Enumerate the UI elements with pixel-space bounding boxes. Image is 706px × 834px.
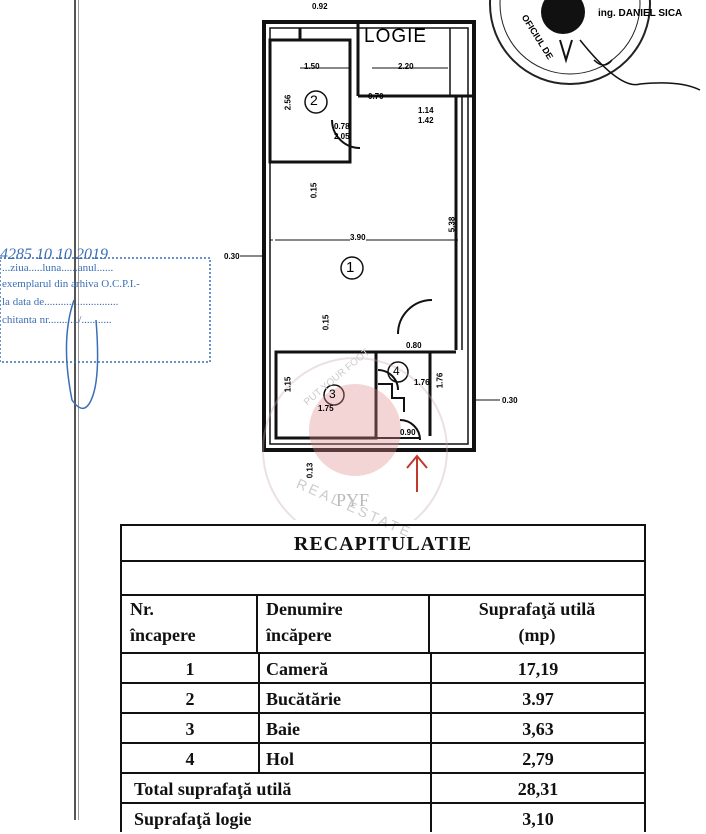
total-row: Total suprafaţă utilă 28,31 (122, 774, 644, 804)
dim-door-d: 1.14 (418, 106, 434, 115)
seal-name: ing. DANIEL SICA (598, 8, 683, 19)
cell-area: 17,19 (517, 659, 559, 679)
dim-top-a: 0.92 (312, 2, 328, 11)
logie-area-label: Suprafaţă logie (122, 804, 432, 832)
logie-label: LOGIE (364, 26, 428, 47)
table-row: 4 Hol 2,79 (122, 744, 644, 774)
dim-entry: 0.90 (400, 428, 416, 437)
header-name: Denumire încăpere (258, 596, 430, 652)
cell-name: Bucătărie (260, 684, 432, 712)
dim-mid-a: 0.15 (309, 182, 319, 199)
room-number-4: 4 (393, 364, 400, 378)
cell-name: Baie (260, 714, 432, 742)
handwritten-number: 4285 10 10 2019 (0, 246, 108, 263)
floor-plan (0, 0, 701, 520)
cell-name: Cameră (260, 654, 432, 682)
stamp-line-2: exemplarul din arhiva O.C.P.I.- (2, 278, 140, 290)
header-nr: Nr. încapere (122, 596, 258, 652)
total-label: Total suprafaţă utilă (122, 774, 432, 802)
dim-door-a: 0.78 (334, 122, 350, 131)
recap-spacer (122, 562, 644, 596)
room-number-2: 2 (310, 92, 318, 108)
recap-title: RECAPITULATIE (122, 526, 644, 562)
cell-nr: 2 (122, 684, 260, 712)
dim-right-offset: 0.30 (502, 396, 518, 405)
dim-hall-a: 0.80 (406, 341, 422, 350)
cell-nr: 1 (122, 654, 260, 682)
margin-rule-secondary (78, 0, 79, 820)
outer-wall (262, 20, 476, 452)
cell-area: 2,79 (522, 749, 554, 769)
margin-rule (74, 0, 76, 820)
recap-table: RECAPITULATIE Nr. încapere Denumire încă… (120, 524, 646, 832)
cell-nr: 3 (122, 714, 260, 742)
dim-bath-w: 1.75 (318, 404, 334, 413)
dim-room-w: 3.90 (350, 233, 366, 242)
dim-door-b: 2.05 (334, 132, 350, 141)
cell-nr: 4 (122, 744, 260, 772)
dim-logie-w: 2.20 (398, 62, 414, 71)
logie-row: Suprafaţă logie 3,10 (122, 804, 644, 832)
dim-mid-b: 0.15 (321, 314, 331, 331)
dim-hall-b: 1.76 (414, 378, 430, 387)
stamp-line-1: ...ziua.....luna......anul...... (2, 262, 114, 274)
table-row: 1 Cameră 17,19 (122, 654, 644, 684)
table-header-row: Nr. încapere Denumire încăpere Suprafaţă… (122, 596, 644, 654)
logie-area-value: 3,10 (522, 809, 554, 829)
watermark-brand: PYF (336, 490, 370, 510)
dim-kitchen-h: 2.56 (283, 94, 293, 111)
kitchen-wall (268, 38, 352, 164)
dim-door-e: 1.42 (418, 116, 434, 125)
cell-area: 3.97 (522, 689, 554, 709)
dim-left-offset: 0.30 (224, 252, 240, 261)
header-area: Suprafaţă utilă (mp) (478, 599, 596, 645)
surveyor-seal (489, 0, 701, 91)
stamp-line-3: la data de........................... (2, 296, 119, 308)
room-number-3: 3 (329, 387, 336, 401)
dim-bath-h: 1.15 (283, 376, 293, 393)
cell-name: Hol (260, 744, 432, 772)
cell-area: 3,63 (522, 719, 554, 739)
total-value: 28,31 (517, 779, 559, 799)
table-row: 2 Bucătărie 3.97 (122, 684, 644, 714)
dim-kitchen-w: 1.50 (304, 62, 320, 71)
dim-room-h: 5.38 (447, 216, 457, 233)
table-row: 3 Baie 3,63 (122, 714, 644, 744)
dim-hall-c: 1.76 (435, 372, 445, 389)
stamp-line-4: chitanta nr.........../........... (2, 314, 112, 326)
dim-door-c: 0.70 (368, 92, 384, 101)
room-number-1: 1 (346, 259, 355, 276)
dim-bottom-a: 0.13 (305, 462, 315, 479)
watermark (262, 357, 448, 520)
bathroom-wall (274, 350, 378, 440)
